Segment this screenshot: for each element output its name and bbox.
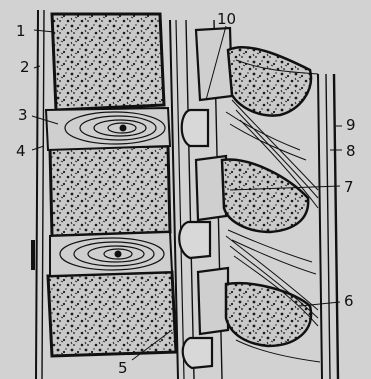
label-1: 1	[16, 22, 26, 40]
vertebral-body-top	[52, 14, 164, 110]
label-9: 9	[346, 116, 356, 134]
label-7: 7	[344, 178, 354, 196]
intervertebral-disc-upper	[46, 108, 170, 150]
label-6: 6	[344, 292, 354, 310]
vertebral-body-bottom	[48, 272, 176, 356]
label-4: 4	[16, 142, 26, 160]
label-2: 2	[20, 58, 30, 76]
label-5: 5	[118, 359, 128, 377]
label-8: 8	[346, 142, 356, 160]
intervertebral-disc-lower	[50, 232, 172, 276]
label-10: 10	[217, 10, 236, 28]
label-3: 3	[18, 106, 28, 124]
vertebral-body-middle	[50, 146, 170, 236]
